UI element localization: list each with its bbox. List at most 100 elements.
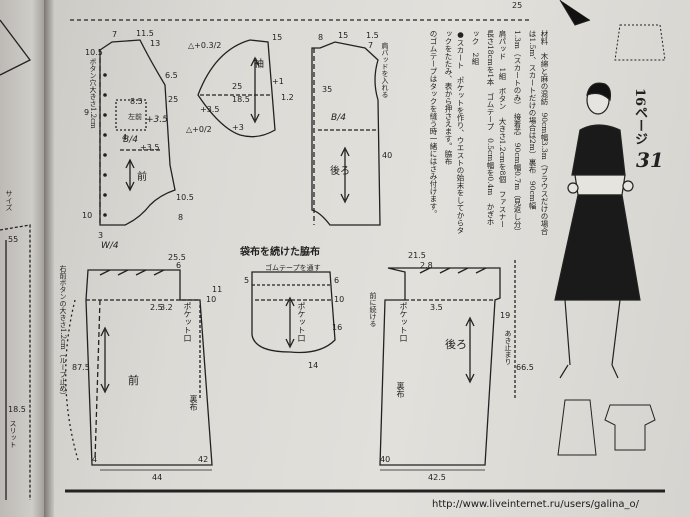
dim-6-5: 6.5 [165, 71, 178, 80]
back-skirt-label: 後ろ [445, 338, 467, 351]
back-skirt-dim-2-8: 2.8 [420, 261, 433, 270]
front-bodice-label: 前 [137, 172, 147, 183]
skirt-dim-3-2: 3.2 [160, 303, 173, 312]
sleeve-dim-plus-3-5: +3.5 [200, 105, 219, 114]
sleeve-dim-15: 15 [272, 33, 282, 42]
materials-line-4: ック 2組 [471, 30, 480, 65]
page-fold-shadow [44, 0, 54, 517]
pocket-side-piece-pattern [251, 271, 336, 354]
left-edge-note-1: サイズ [5, 190, 13, 211]
skirt-dim-4: 4 [92, 455, 97, 464]
back-bodice-label: 後ろ [330, 166, 350, 177]
pocket-mouth-label-side: ポケット口 [297, 302, 306, 342]
page-ref-number: 31 [636, 148, 664, 172]
dim-11-5: 11.5 [136, 29, 154, 38]
back-dim-1-5: 1.5 [366, 31, 379, 40]
zip-stop-note: あき止まり [504, 330, 512, 365]
page-ref-label: 16ページ [632, 88, 647, 146]
back-dim-35: 35 [322, 85, 332, 94]
dim-4: 4 [122, 133, 127, 142]
back-skirt-dim-66-5: 66.5 [516, 363, 534, 372]
page-reference: 16ページ [630, 88, 649, 145]
back-dim-40: 40 [382, 151, 392, 160]
dim-plus-3-5: +3.5 [140, 143, 159, 152]
gom-tape-label: ゴムテープを通す [265, 264, 321, 272]
back-skirt-dim-3-5: 3.5 [430, 303, 443, 312]
skirt-dim-25-5: 25.5 [168, 253, 186, 262]
skirt-button-note: 右前ボタンの大きさ1.2cm（ループ止め） [59, 265, 67, 399]
sleeve-dim-plus-1: +1 [272, 77, 284, 86]
sleeve-dim-plus-3: +3 [232, 123, 244, 132]
skirt-dim-87-5: 87.5 [72, 363, 90, 372]
dim-w4: W/4 [101, 241, 119, 251]
lining-label-back: 裏布 [396, 382, 405, 398]
dim-10: 10 [82, 211, 92, 220]
dim-25: 25 [168, 95, 178, 104]
back-skirt-pattern [379, 260, 516, 466]
sleeve-label: 袖 [254, 59, 264, 70]
left-edge-note-2: スリット [9, 420, 17, 448]
back-skirt-dim-42-5: 42.5 [428, 473, 446, 482]
front-continue-note: 前に続ける [369, 292, 377, 327]
dim-9: 9 [84, 108, 89, 117]
edge-dim-18-5: 18.5 [8, 405, 26, 414]
materials-text: 材料 木綿と麻の混紡 90cm幅3.3m（ブラウスだけの場合は1.5m、スカート… [429, 30, 550, 240]
materials-line-1: 材料 木綿と麻の混紡 90cm幅3.3m（ブラウスだけの場合は1.5m、スカート… [528, 30, 549, 235]
sleeve-dim-bottom: △+0/2 [186, 125, 212, 134]
lining-label-front: 裏布 [189, 395, 198, 411]
pocket-dim-5: 5 [244, 276, 249, 285]
back-dim-7: 7 [368, 41, 373, 50]
skirt-dim-42: 42 [198, 455, 208, 464]
pocket-dim-16: 16 [332, 323, 342, 332]
front-skirt-label: 前 [128, 374, 139, 387]
sleeve-pattern [197, 39, 276, 138]
back-dim-15: 15 [338, 31, 348, 40]
back-bodice-pattern [311, 41, 381, 226]
fashion-illustration [554, 82, 641, 379]
dim-8: 8 [178, 213, 183, 222]
front-mark-label: 左前 [128, 113, 142, 121]
shoulder-pad-note: 肩パッドを入れる [381, 42, 389, 98]
dim-7: 7 [112, 30, 117, 39]
skirt-dim-11: 11 [212, 285, 222, 294]
edge-dim-55: 55 [8, 235, 18, 244]
materials-line-5: ●スカート ポケットを作り、ウエストの始末をしてからタックをたたみ、表から押さえ… [444, 30, 465, 234]
materials-line-3: 肩パッド 1組 ボタン 大きさ1.2cmを8個 ファスナー 長さ18cmを1本 … [486, 30, 507, 236]
dim-10-5: 10.5 [85, 48, 103, 57]
sleeve-dim-25: 25 [232, 82, 242, 91]
front-skirt-pattern [65, 269, 213, 466]
back-skirt-dim-40: 40 [380, 455, 390, 464]
pocket-dim-6: 6 [334, 276, 339, 285]
left-page-strip [0, 0, 46, 517]
pocket-section-title: 袋布を続けた脇布 [240, 247, 320, 258]
pocket-dim-10: 10 [334, 295, 344, 304]
dim-3: 3 [98, 231, 103, 240]
dim-b4-back: B/4 [331, 113, 346, 123]
dim-b4-front: B/4 [123, 135, 138, 145]
top-dim-25: 25 [512, 1, 522, 10]
back-skirt-dim-21-5: 21.5 [408, 251, 426, 260]
watermark-url[interactable]: http://www.liveinternet.ru/users/galina_… [432, 499, 639, 510]
dim-13: 13 [150, 39, 160, 48]
dim-10-5b: 10.5 [176, 193, 194, 202]
skirt-dim-44: 44 [152, 473, 162, 482]
skirt-dim-6: 6 [176, 261, 181, 270]
materials-line-2: 1.3m（スカートのみ） 接着芯 90cm幅0.7m（見返し分） [513, 30, 522, 236]
front-bodice-pattern [99, 39, 176, 226]
dim-8-5: 8.5 [130, 97, 143, 106]
sleeve-dim-18-5: 18.5 [232, 95, 250, 104]
skirt-dim-10: 10 [206, 295, 216, 304]
pocket-dim-14: 14 [308, 361, 318, 370]
small-garment-sketches [557, 0, 666, 456]
pocket-mouth-label-back: ポケット口 [399, 302, 408, 342]
back-skirt-dim-19: 19 [500, 311, 510, 320]
sleeve-dim-1-2: 1.2 [281, 93, 294, 102]
skirt-dim-2-5: 2.5 [150, 303, 163, 312]
pocket-mouth-label-front: ポケット口 [183, 302, 192, 342]
left-edge-pattern [0, 19, 31, 76]
back-dim-8: 8 [318, 33, 323, 42]
materials-line-6: のゴムテープはタックを縫う時一緒にはさみ付けます。 [429, 30, 438, 218]
dim-plus-3-5-back: +3.5 [146, 115, 168, 125]
